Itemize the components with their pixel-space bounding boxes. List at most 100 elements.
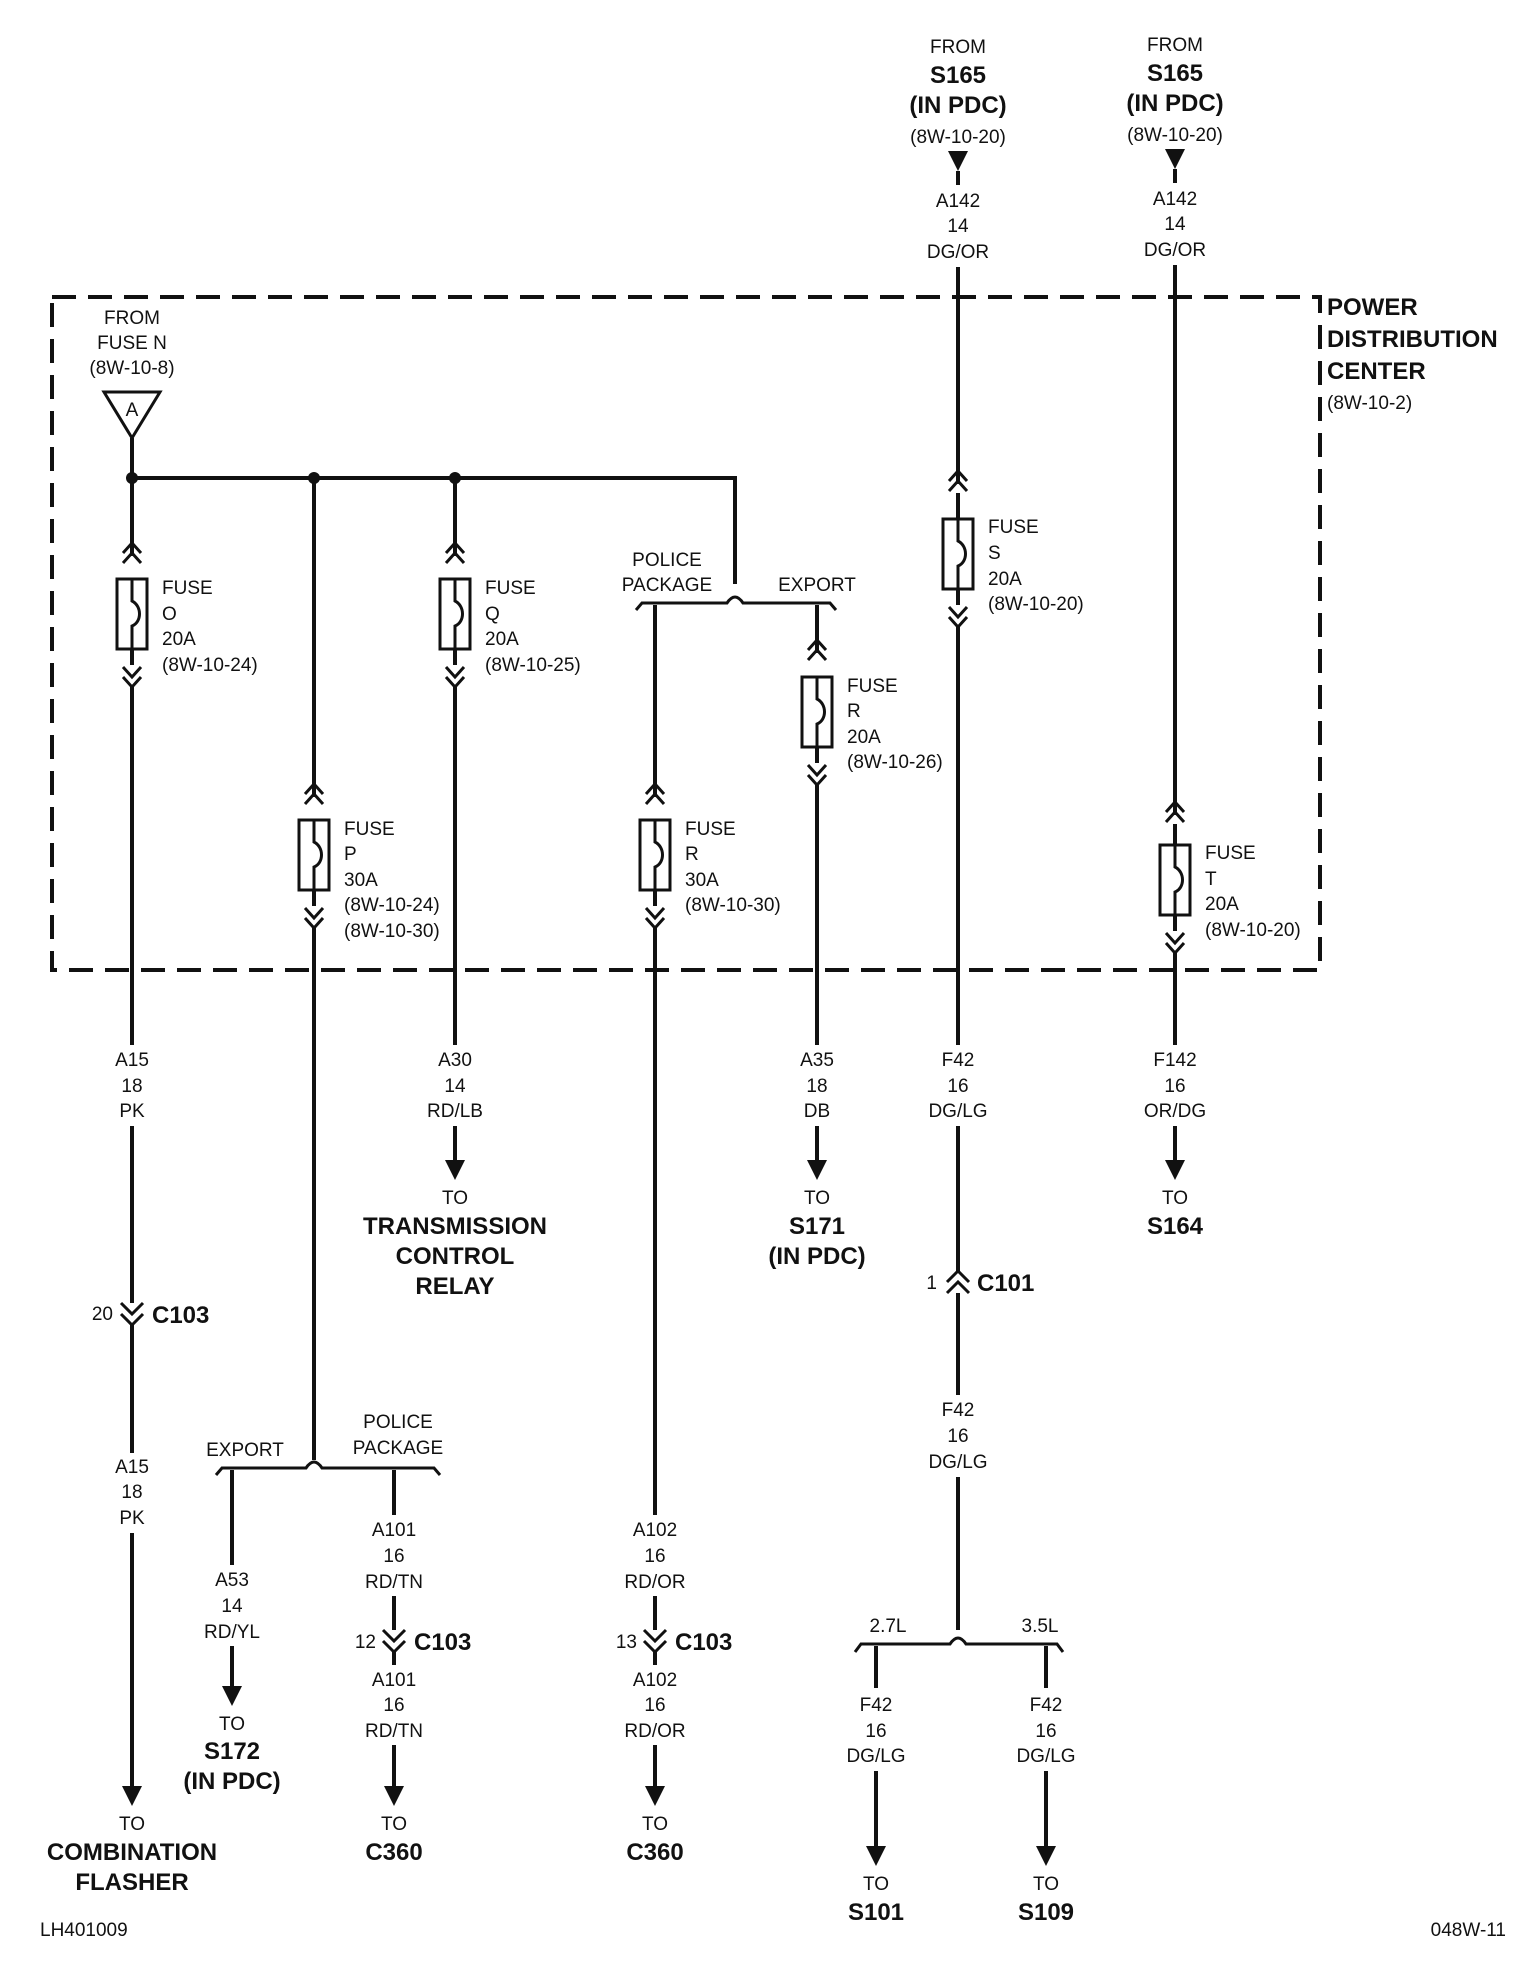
fuse-q-chev-bot [444,665,466,690]
pdc-ref: (8W-10-2) [1327,393,1412,414]
fuse-r30-l4: (8W-10-30) [685,895,781,916]
fuse-p-l2: P [344,844,357,865]
arrow-c360-2 [645,1786,665,1806]
fuse-r20-l2: R [847,701,861,722]
c360-1-name: C360 [365,1839,422,1866]
a101-gauge: 16 [383,1546,404,1567]
a101b-color: RD/TN [365,1721,423,1742]
src-s2-ref: (8W-10-20) [1127,125,1223,146]
arrow-s101 [866,1846,886,1866]
src-s1-loc: (IN PDC) [909,92,1006,119]
opt-r-police-1: POLICE [632,550,702,571]
bracket-engine-options [853,1636,1065,1653]
src-s2-gauge: 14 [1164,214,1186,235]
f42b-color: DG/LG [928,1452,987,1473]
a102-color: RD/OR [624,1572,685,1593]
fuse-o-l2: O [162,604,177,625]
s101-name: S101 [848,1899,904,1926]
src-s2-from: FROM [1147,35,1203,56]
fuse-t-l1: FUSE [1205,843,1256,864]
fuse-r30-l2: R [685,844,699,865]
f142-gauge: 16 [1164,1076,1185,1097]
fuse-s-element [956,519,967,589]
a15-gauge: 18 [121,1076,142,1097]
a15b-color: PK [119,1508,145,1529]
f42-27-circuit: F42 [860,1695,893,1716]
s171-name: S171 [789,1213,845,1240]
arrow-flasher [122,1786,142,1806]
f42-27-color: DG/LG [846,1746,905,1767]
tcr-name-1: TRANSMISSION [363,1213,547,1240]
f42-gauge: 16 [947,1076,968,1097]
fuse-s-l1: FUSE [988,517,1039,538]
bracket-r-options [634,595,838,611]
opt-r-police-2: PACKAGE [622,575,712,596]
fuse-t-chev-bot [1164,931,1186,956]
s109-to: TO [1033,1874,1059,1895]
fuse-r30-element [653,820,664,890]
fuse-o-chev-bot [121,665,143,690]
connector-a-triangle [101,390,163,441]
c103-pin20-chev [119,1301,145,1328]
fuse-q-l2: Q [485,604,500,625]
c103-pin12-chev [381,1628,407,1655]
fuse-t-l4: (8W-10-20) [1205,920,1301,941]
src-n-name: FUSE N [97,333,167,354]
a102-gauge: 16 [644,1546,665,1567]
s109-name: S109 [1018,1899,1074,1926]
arrow-c360-1 [384,1786,404,1806]
s172-name: S172 [204,1738,260,1765]
fuse-p-element [312,820,323,890]
a101-color: RD/TN [365,1572,423,1593]
f42b-gauge: 16 [947,1426,968,1447]
s172-loc: (IN PDC) [183,1768,280,1795]
footer-right-code: 048W-11 [1431,1920,1506,1941]
c103-name-3: C103 [675,1629,732,1656]
arrow-s109 [1036,1846,1056,1866]
src-s1-gauge: 14 [947,216,969,237]
fuse-q-l1: FUSE [485,578,536,599]
fuse-r30-l3: 30A [685,870,719,891]
f42-35-circuit: F42 [1030,1695,1063,1716]
flasher-name-2: FLASHER [75,1869,188,1896]
opt-p-police-2: PACKAGE [353,1438,443,1459]
fuse-s-l2: S [988,543,1001,564]
src-s1-circuit: A142 [936,191,980,212]
a15-color: PK [119,1101,145,1122]
fuse-q-element [453,579,464,649]
tcr-to: TO [442,1188,468,1209]
fuse-r30-chev-bot [644,906,666,931]
fuse-r30-chev-top [644,781,666,806]
a35-gauge: 18 [806,1076,827,1097]
src-s2-color: DG/OR [1144,240,1206,261]
c101-name: C101 [977,1270,1034,1297]
fuse-r20-l1: FUSE [847,676,898,697]
src-s1-name: S165 [930,62,986,89]
a15b-gauge: 18 [121,1482,142,1503]
fuse-o-l3: 20A [162,629,196,650]
flasher-to: TO [119,1814,145,1835]
fuse-t-element [1173,845,1184,915]
a35-circuit: A35 [800,1050,834,1071]
src-s2-name: S165 [1147,60,1203,87]
fuse-r20-element [815,677,826,747]
c103-pin13-chev [642,1628,668,1655]
src-s1-ref: (8W-10-20) [910,127,1006,148]
pdc-boundary [50,295,1322,972]
c103-pin20: 20 [92,1304,113,1325]
src-s1-from: FROM [930,37,986,58]
a102-circuit: A102 [633,1520,677,1541]
c103-pin12: 12 [355,1632,376,1653]
arrow-src-s2 [1165,149,1185,169]
src-n-ref: (8W-10-8) [89,358,174,379]
a15b-circuit: A15 [115,1457,149,1478]
a53-circuit: A53 [215,1570,249,1591]
fuse-p-chev-bot [303,906,325,931]
pdc-title-3: CENTER [1327,358,1426,385]
fuse-t-l2: T [1205,869,1217,890]
footer-left-code: LH401009 [40,1920,128,1941]
a35-color: DB [804,1101,830,1122]
fuse-p-l5: (8W-10-30) [344,921,440,942]
src-s1-color: DG/OR [927,242,989,263]
